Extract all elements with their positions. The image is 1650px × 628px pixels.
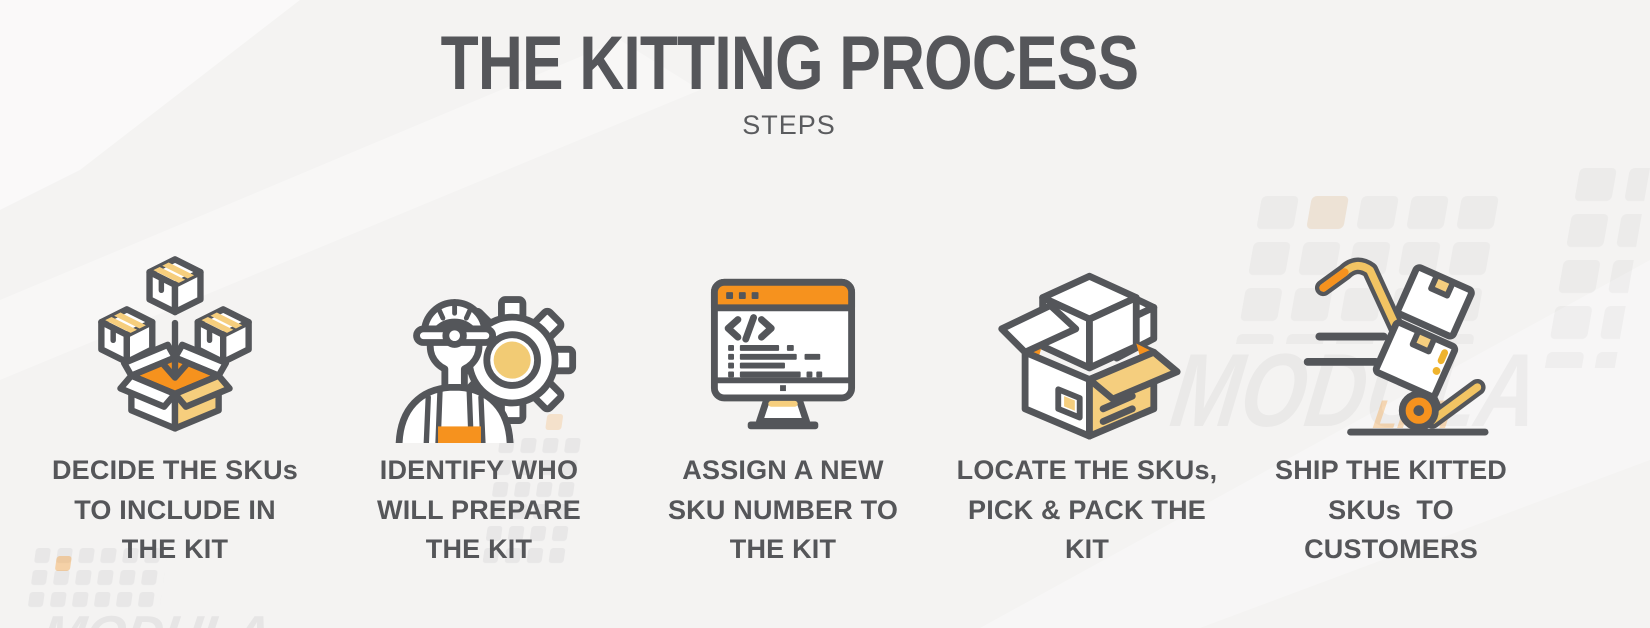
- step-label: SHIP THE KITTED SKUs TO CUSTOMERS: [1274, 455, 1508, 565]
- step-decide-skus: DECIDE THE SKUs TO INCLUDE IN THE KIT: [23, 238, 327, 570]
- step-icon-box: [683, 238, 883, 443]
- step-label: DECIDE THE SKUs TO INCLUDE IN THE KIT: [51, 455, 299, 565]
- step-label: IDENTIFY WHO WILL PREPARE THE KIT: [377, 455, 581, 565]
- step-icon-box: [381, 238, 577, 443]
- step-icon-box: [990, 238, 1185, 443]
- worker-with-gear-icon: [395, 296, 577, 443]
- page-title: THE KITTING PROCESS: [440, 21, 1139, 106]
- packed-open-box-icon: [997, 272, 1181, 440]
- page-subtitle: STEPS: [742, 109, 836, 140]
- monitor-code-icon: [710, 278, 856, 430]
- step-ship-kitted: SHIP THE KITTED SKUs TO CUSTOMERS: [1239, 238, 1543, 570]
- step-identify-who: IDENTIFY WHO WILL PREPARE THE KIT: [327, 238, 631, 570]
- hand-truck-shipping-icon: [1303, 257, 1489, 436]
- watermark-brand-bottom-text: MODULA: [38, 606, 274, 628]
- step-icon-box: [84, 238, 266, 443]
- step-label: LOCATE THE SKUs, PICK & PACK THE KIT: [956, 455, 1218, 565]
- step-locate-pick-pack: LOCATE THE SKUs, PICK & PACK THE KIT: [935, 238, 1239, 570]
- step-label: ASSIGN A NEW SKU NUMBER TO THE KIT: [667, 455, 899, 565]
- boxes-into-open-box-icon: [84, 243, 266, 432]
- header: THE KITTING PROCESS STEPS: [0, 24, 1578, 141]
- step-icon-box: [1294, 238, 1489, 443]
- steps-row: DECIDE THE SKUs TO INCLUDE IN THE KIT: [0, 238, 1650, 570]
- step-assign-sku: ASSIGN A NEW SKU NUMBER TO THE KIT: [631, 238, 935, 570]
